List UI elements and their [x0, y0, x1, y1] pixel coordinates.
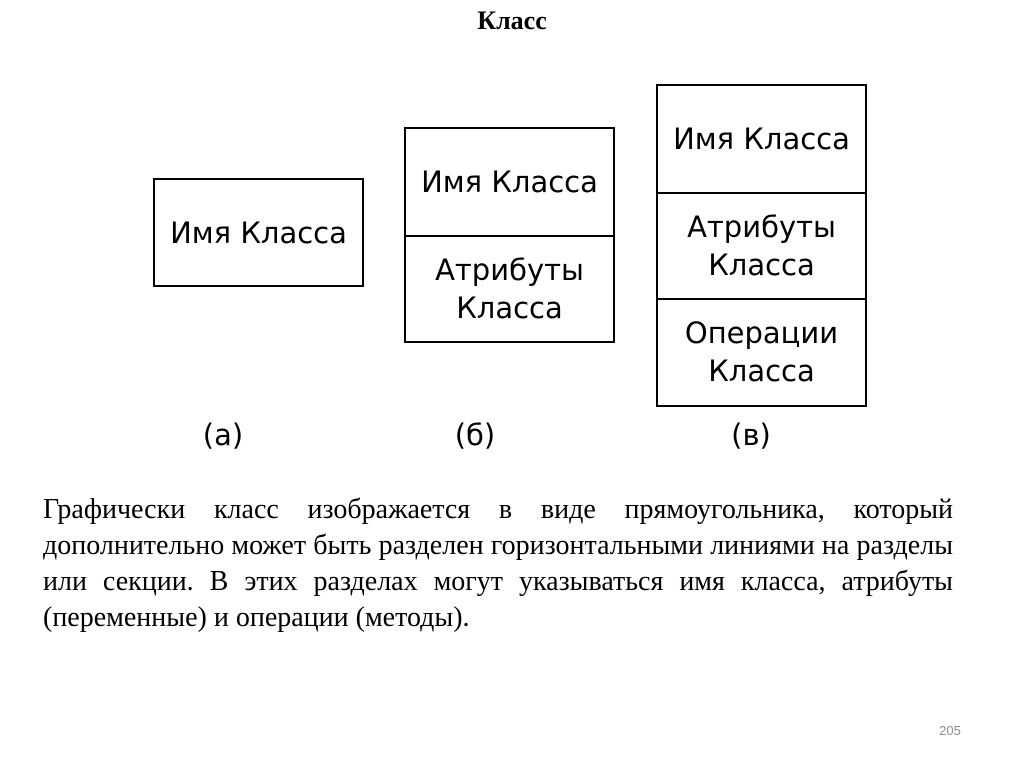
- class-attributes-section: Атрибуты Класса: [658, 192, 865, 298]
- class-box-b: Имя Класса Атрибуты Класса: [404, 127, 615, 343]
- figure-label-c: (в): [731, 418, 771, 452]
- class-name-section: Имя Класса: [170, 215, 347, 250]
- figure-label-b: (б): [454, 418, 496, 452]
- page-number: 205: [939, 723, 961, 738]
- class-operations-section: Операции Класса: [658, 298, 865, 404]
- description-paragraph: Графически класс изображается в виде пря…: [43, 494, 953, 633]
- class-name-section: Имя Класса: [673, 122, 850, 156]
- figure-label-a: (a): [202, 418, 244, 452]
- class-box-c: Имя Класса Атрибуты Класса Операции Клас…: [656, 84, 867, 407]
- class-box-a: Имя Класса: [153, 178, 364, 287]
- class-attributes-section: Атрибуты Класса: [406, 235, 613, 341]
- class-name-section: Имя Класса: [421, 165, 598, 199]
- slide-title: Класс: [477, 6, 547, 35]
